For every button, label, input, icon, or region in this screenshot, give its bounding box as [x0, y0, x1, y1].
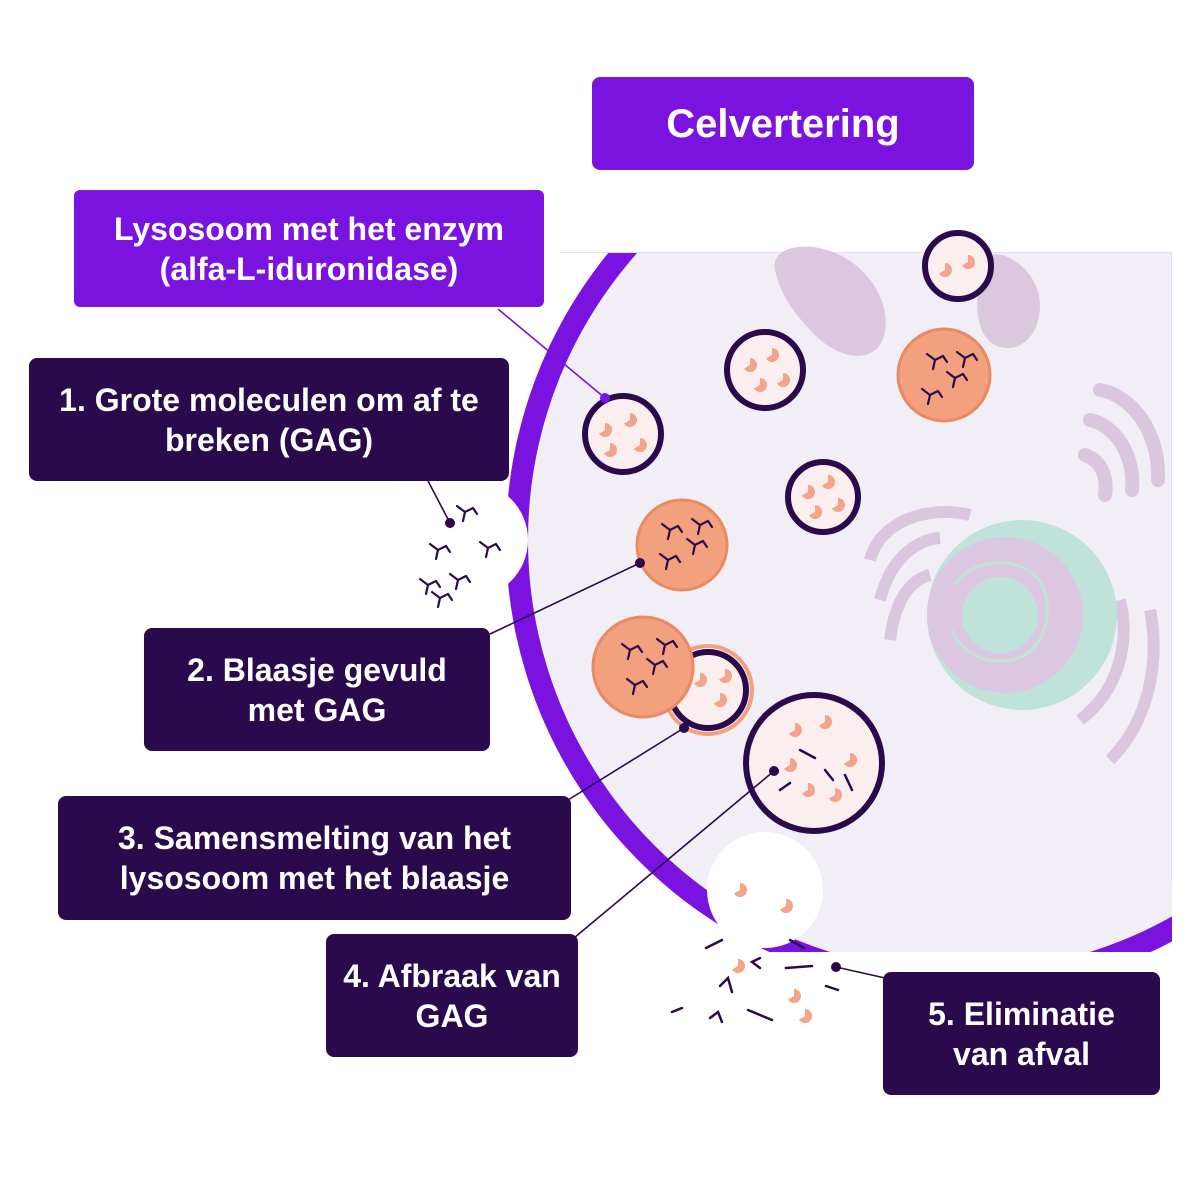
endoplasmic-reticulum: [864, 506, 1160, 765]
step-5-label: 5. Eliminatie van afval: [883, 972, 1160, 1095]
cell-interior: [528, 252, 1172, 952]
leader-dots: [445, 393, 841, 972]
step-3-label: 3. Samensmelting van het lysosoom met he…: [58, 796, 571, 920]
golgi-apparatus: [1078, 383, 1166, 502]
vesicle-1: [896, 327, 992, 423]
lysosome-2: [724, 329, 806, 411]
vesicle-2: [635, 498, 729, 592]
step-4-label: 4. Afbraak van GAG: [326, 934, 578, 1057]
lysosome-3: [785, 459, 861, 535]
membrane-opening-exit: [707, 832, 823, 948]
nucleus: [927, 520, 1117, 710]
lysosome-1: [582, 393, 664, 475]
mitochondria: [774, 246, 1040, 356]
leader-lines: [427, 308, 886, 979]
membrane-opening-intake: [412, 482, 528, 598]
fusing-vesicle-and-lysosome: [591, 615, 754, 736]
step-1-label: 1. Grote moleculen om af te breken (GAG): [29, 358, 509, 481]
lysosome-label: Lysosoom met het enzym (alfa-L-iduronida…: [72, 188, 546, 309]
cell: [506, 252, 1172, 952]
step-2-label: 2. Blaasje gevuld met GAG: [144, 628, 490, 751]
degrading-lysosome: [743, 692, 885, 834]
diagram-title: Celvertering: [592, 77, 974, 170]
waste-particles: [670, 882, 840, 1024]
lysosome-4: [922, 230, 994, 302]
